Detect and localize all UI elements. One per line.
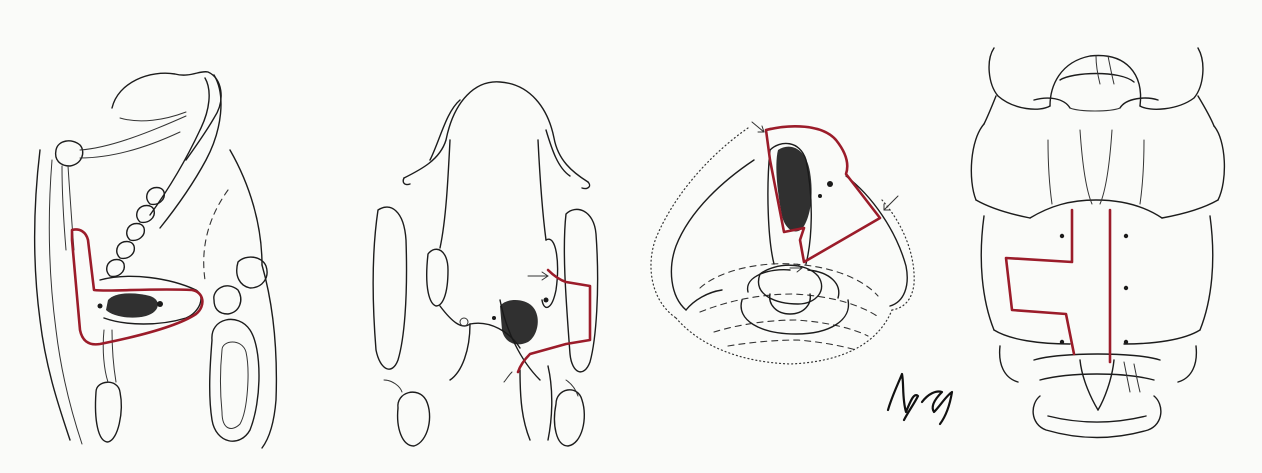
resection-outline-sagittal	[72, 229, 202, 344]
panel-coronal-larynx	[373, 82, 597, 446]
tumor-sagittal	[106, 293, 158, 317]
panel-anterior-larynx	[971, 48, 1224, 438]
panel-sagittal-larynx	[35, 72, 277, 448]
signature	[888, 374, 952, 424]
tumor-coronal	[500, 300, 538, 344]
resection-outline-anterior	[1006, 210, 1074, 354]
panel-axial-larynx	[651, 122, 914, 364]
